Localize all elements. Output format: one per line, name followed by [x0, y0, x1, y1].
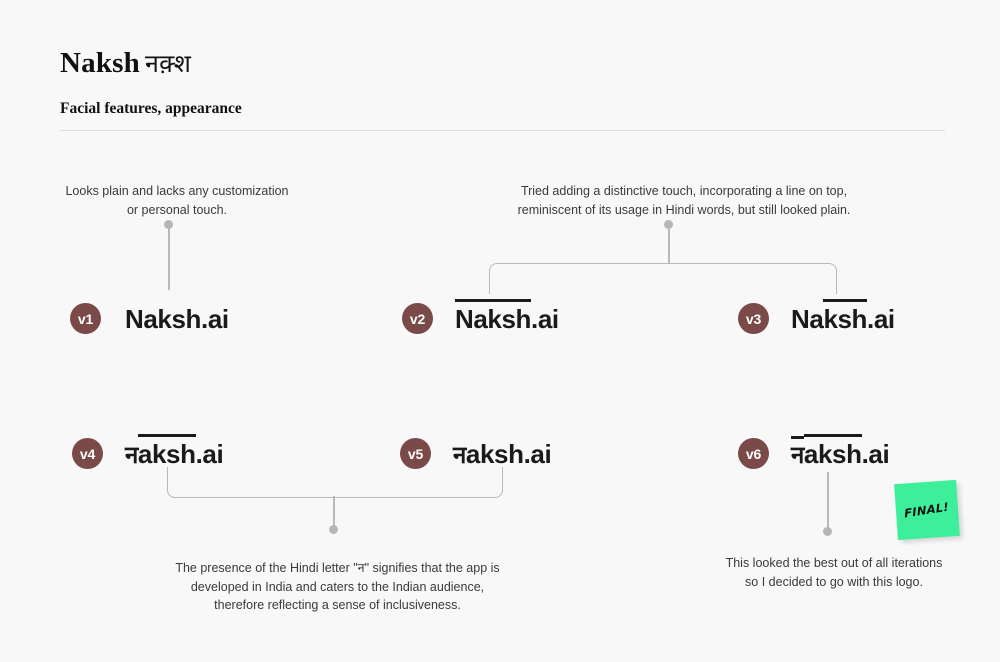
logo-version-v1[interactable]: v1 Naksh.ai — [70, 303, 229, 334]
connector-dot-v1 — [164, 220, 173, 229]
logo-part: Naksh — [125, 303, 202, 334]
version-badge-v4: v4 — [72, 438, 103, 469]
connector-stem-v2-v3 — [668, 228, 670, 264]
connector-bracket-v4-v5 — [167, 467, 503, 498]
connector-stem-v4-v5 — [333, 496, 335, 527]
logo-part-overlined: ksh — [823, 298, 868, 334]
logo-wordmark-v1: Naksh.ai — [125, 306, 229, 332]
logo-part-overlined: aksh — [803, 433, 862, 469]
annotation-v6: This looked the best out of all iteratio… — [725, 556, 943, 589]
version-badge-v5: v5 — [400, 438, 431, 469]
logo-part: .ai — [861, 438, 890, 469]
header-divider — [60, 130, 945, 131]
logo-part: Na — [791, 303, 824, 334]
sticky-note-final[interactable]: FINAL! — [894, 479, 960, 541]
connector-line-v6 — [827, 472, 829, 529]
logo-part-overlined: aksh — [137, 433, 196, 469]
logo-part: .ai — [195, 438, 224, 469]
connector-dot-v2-v3 — [664, 220, 673, 229]
connector-line-v1 — [168, 228, 170, 290]
page-title-latin: Naksh — [60, 47, 140, 79]
annotation-v4-v5: The presence of the Hindi letter "न" sig… — [175, 561, 500, 612]
logo-part: .ai — [531, 303, 559, 334]
connector-bracket-v2-v3 — [489, 263, 837, 294]
version-badge-v6: v6 — [738, 438, 769, 469]
logo-wordmark-v2: Naksh.ai — [455, 298, 559, 334]
connector-dot-v4-v5 — [329, 525, 338, 534]
logo-part-devanagari: न — [453, 440, 466, 469]
sticky-note-label: FINAL! — [904, 499, 950, 521]
version-badge-v1: v1 — [70, 303, 101, 334]
logo-part: .ai — [867, 303, 895, 334]
logo-part: .ai — [201, 303, 229, 334]
logo-part: aksh — [465, 438, 524, 469]
connector-dot-v6 — [823, 527, 832, 536]
annotation-v2-v3: Tried adding a distinctive touch, incorp… — [517, 184, 851, 217]
logo-part-devanagari-overlined: न — [791, 435, 804, 469]
page-title-devanagari: नक़्श — [145, 49, 192, 78]
version-badge-v2: v2 — [402, 303, 433, 334]
logo-part-overlined: Naksh — [455, 298, 532, 334]
page-subtitle: Facial features, appearance — [60, 99, 242, 117]
logo-version-v2[interactable]: v2 Naksh.ai — [402, 298, 559, 334]
logo-part: .ai — [523, 438, 552, 469]
version-badge-v3: v3 — [738, 303, 769, 334]
annotation-v1: Looks plain and lacks any customization … — [65, 184, 289, 217]
logo-part-devanagari: न — [125, 440, 138, 469]
